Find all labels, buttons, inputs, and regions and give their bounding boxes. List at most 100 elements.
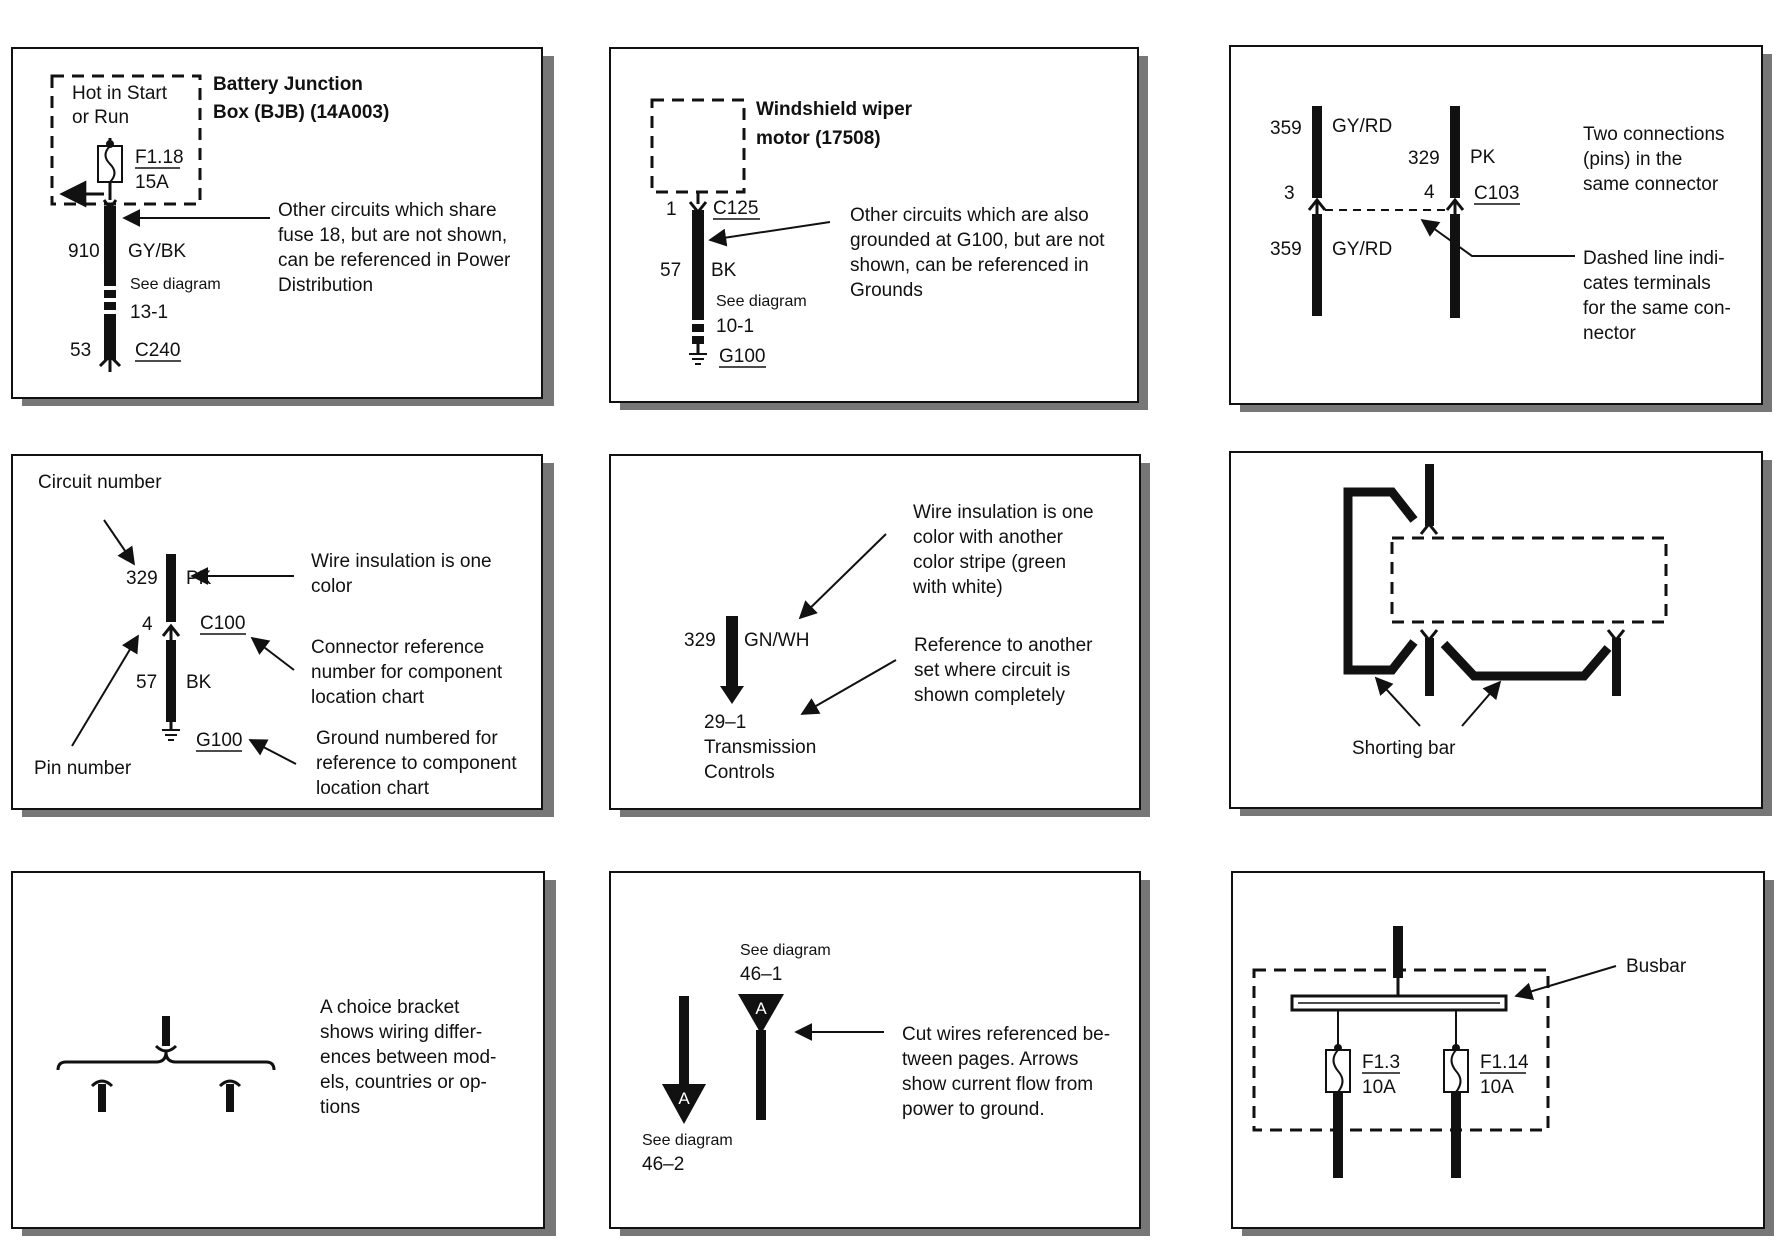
wire-color-bk: BK [711,260,737,281]
note-connector-1: Connector reference [311,637,484,658]
wire-color-gnwh: GN/WH [744,630,809,651]
note-ground-3: location chart [316,778,430,799]
connector-note-bottom-2: cates terminals [1583,273,1711,294]
panel-wire-stripe: Wire insulation is one color with anothe… [609,454,1150,817]
see-diagram-bottom: See diagram [642,1132,733,1149]
ground-g100: G100 [196,730,242,751]
connector-note-bottom-3: for the same con- [1583,298,1731,319]
wire-left-top [1312,106,1322,198]
marker-top-letter: A [755,999,767,1018]
color-pk: PK [186,568,212,589]
choice-note-2: shows wiring differ- [320,1022,482,1043]
note-arrow [708,221,831,247]
fuse2-id: F1.14 [1480,1052,1529,1073]
panel-shorting-bar: Shorting bar [1229,451,1772,816]
pin-3: 3 [1284,183,1295,204]
connector-note-bottom-1: Dashed line indi- [1583,248,1725,269]
choice-note-1: A choice bracket [320,997,460,1018]
panel-connector: 359 GY/RD 329 PK 3 4 C103 359 GY/RD Two … [1229,45,1772,412]
stripe-note-4: with white) [912,577,1003,598]
panel-cut-wires: See diagram 46–1 A A See diagram 46–2 Cu… [609,871,1150,1236]
wiper-note-2: grounded at G100, but are not [850,230,1105,251]
panel-frame [11,871,545,1229]
pin-number-arrow [71,634,139,747]
wiper-title-1: Windshield wiper [756,99,913,120]
wire-color-gybk: GY/BK [128,241,186,262]
fuse1-id: F1.3 [1362,1052,1400,1073]
hot-label-1: Hot in Start [72,83,168,104]
see-diagram-top-ref: 46–1 [740,964,782,985]
ground-icon [689,353,707,365]
note-insulation-2: color [311,576,353,597]
cut-note-4: power to ground. [902,1099,1045,1120]
dashed-line-arrow [1420,218,1575,257]
wiper-note-1: Other circuits which are also [850,205,1089,226]
circuit-910: 910 [68,241,100,262]
panel-wiper-motor: Windshield wiper motor (17508) 1 C125 57… [609,47,1148,410]
panel-frame [11,47,543,399]
connector-c100: C100 [200,613,245,634]
stripe-note-3: color stripe (green [913,552,1066,573]
cut-note-1: Cut wires referenced be- [902,1024,1110,1045]
busbar-arrow [1514,965,1617,1000]
wiper-title-2: motor (17508) [756,128,881,149]
ref-note-2: set where circuit is [914,660,1070,681]
circuit-57: 57 [136,672,157,693]
stripe-note-1: Wire insulation is one [913,502,1094,523]
fuse-icon [1325,1049,1351,1093]
circuit-number-arrow [103,519,136,566]
see-diagram-bottom-ref: 46–2 [642,1154,684,1175]
circuit-number-label: Circuit number [38,472,162,493]
wiper-note-4: Grounds [850,280,923,301]
ground-g100: G100 [719,346,765,367]
panel-battery-junction-box: Hot in Start or Run Battery Junction Box… [11,47,554,406]
cut-note-2: tween pages. Arrows [902,1049,1078,1070]
cut-note-3: show current flow from [902,1074,1093,1095]
see-diagram-ref: 13-1 [130,302,168,323]
wire-gybk [104,206,116,286]
color-bk: BK [186,672,212,693]
note-insulation-1: Wire insulation is one [311,551,492,572]
fuse-icon [1443,1049,1469,1093]
ref-transmission: Transmission [704,737,816,758]
shorting-arrow-left [1374,676,1421,727]
ground-ref-arrow [248,739,297,765]
shorting-bar-bottom [1440,640,1612,681]
color-gyrd-bottom: GY/RD [1332,239,1392,260]
see-diagram-top: See diagram [740,942,831,959]
connector-note-top-1: Two connections [1583,124,1725,145]
panel-frame [609,871,1141,1229]
cut-marker-top-icon [738,994,784,1034]
panel-frame [1229,45,1763,405]
note-ground-1: Ground numbered for [316,728,498,749]
note-ground-2: reference to component [316,753,517,774]
circuit-359-top: 359 [1270,118,1302,139]
cut-wire-top [756,1030,766,1120]
marker-bottom-letter: A [678,1089,690,1108]
cut-marker-bottom-icon [662,1084,706,1124]
pin-1: 1 [666,199,677,220]
connector-note-bottom-4: nector [1583,323,1636,344]
ref-note-3: shown completely [914,685,1066,706]
ref-arrow [800,659,897,715]
fuse-rating: 15A [135,172,169,193]
see-diagram-label: See diagram [130,276,221,293]
bjb-note-3: can be referenced in Power [278,250,511,271]
connector-c240: C240 [135,340,180,361]
see-diagram-label: See diagram [716,293,807,310]
connector-c125: C125 [713,198,758,219]
hot-label-2: or Run [72,107,129,128]
connector-c103: C103 [1474,183,1519,204]
connector-note-top-2: (pins) in the [1583,149,1682,170]
shorting-arrow-right [1461,680,1502,727]
shorting-bar-left [1343,487,1418,675]
bjb-title-1: Battery Junction [213,74,363,95]
wire-pk [166,554,176,622]
connector-ref-arrow [250,636,295,671]
wire-bk [692,210,704,320]
wiper-note-3: shown, can be referenced in [850,255,1089,276]
wire-right-bottom [1450,214,1460,318]
shorting-bar-label: Shorting bar [1352,738,1456,759]
pin-4: 4 [142,614,153,635]
bjb-note-4: Distribution [278,275,373,296]
